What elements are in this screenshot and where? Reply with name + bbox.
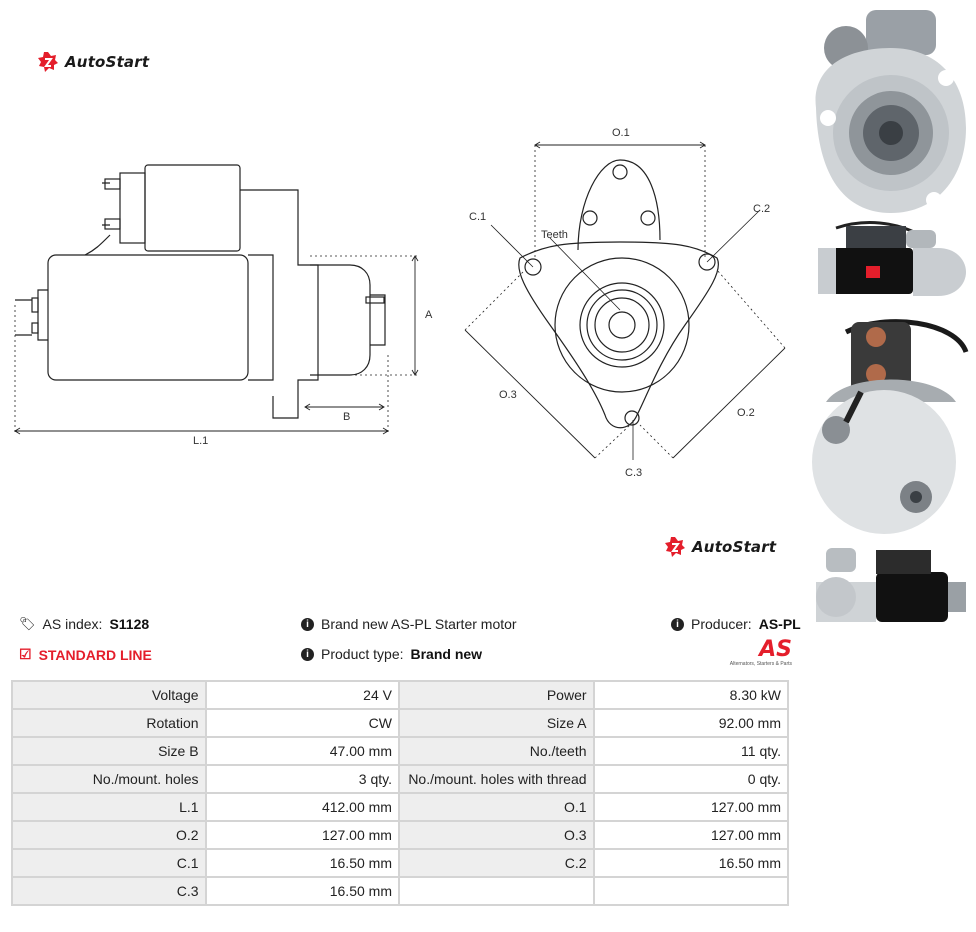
dim-label-o3: O.3	[499, 389, 517, 401]
autostart-logo-icon	[665, 537, 685, 557]
spec-label: No./mount. holes	[11, 764, 207, 794]
producer-value: AS-PL	[758, 616, 801, 632]
spec-value: 127.00 mm	[592, 820, 790, 850]
spec-value: 16.50 mm	[592, 848, 790, 878]
spec-label: O.2	[11, 820, 207, 850]
autostart-logo-secondary: AutoStart	[664, 536, 776, 558]
product-type-label: Product type:	[321, 646, 404, 662]
product-type-value: Brand new	[410, 646, 483, 662]
product-type: i Product type: Brand new	[301, 646, 482, 662]
spec-label: Size A	[397, 708, 595, 738]
as-index-label: AS index:	[42, 616, 103, 632]
dim-label-l1: L.1	[193, 435, 208, 447]
autostart-logo: AutoStart	[37, 51, 149, 73]
spec-label: Size B	[11, 736, 207, 766]
spec-value: 47.00 mm	[204, 736, 400, 766]
label-teeth: Teeth	[541, 229, 568, 241]
spec-label	[397, 876, 595, 906]
info-icon: i	[301, 647, 314, 661]
spec-label: No./teeth	[397, 736, 595, 766]
spec-value: 16.50 mm	[204, 876, 400, 906]
spec-value: 11 qty.	[592, 736, 790, 766]
spec-value: 8.30 kW	[592, 680, 790, 710]
info-icon: i	[301, 617, 314, 631]
tags-icon: 🏷	[19, 616, 36, 631]
spec-label: C.3	[11, 876, 207, 906]
dim-label-c3: C.3	[625, 467, 642, 479]
spec-value: 16.50 mm	[204, 848, 400, 878]
spec-value: 24 V	[204, 680, 400, 710]
spec-value: 92.00 mm	[592, 708, 790, 738]
starter-rear-photo[interactable]	[806, 312, 972, 537]
as-index: 🏷 AS index: S1128	[19, 616, 149, 632]
info-icon: i	[671, 617, 684, 631]
dim-label-o2: O.2	[737, 407, 755, 419]
starter-side-photo[interactable]	[806, 542, 972, 634]
side-view-drawing: A B L.1	[14, 164, 433, 447]
dim-label-o1: O.1	[612, 127, 630, 139]
spec-value: 412.00 mm	[204, 792, 400, 822]
spec-value: 127.00 mm	[204, 820, 400, 850]
producer-logo: AS Alternators, Starters & Parts	[714, 637, 792, 668]
front-view-drawing: O.1 C.1 C.2 Teeth O.3 O.2 C.3	[464, 127, 786, 479]
spec-label: Voltage	[11, 680, 207, 710]
dim-label-b: B	[343, 411, 350, 423]
logo-text: AutoStart	[692, 538, 777, 556]
spec-label: Power	[397, 680, 595, 710]
starter-front-photo[interactable]	[806, 8, 972, 218]
dim-label-c1: C.1	[469, 211, 486, 223]
as-index-value: S1128	[109, 616, 150, 632]
product-line-text: STANDARD LINE	[38, 646, 152, 663]
producer-label: Producer:	[691, 616, 752, 632]
spec-value: 127.00 mm	[592, 792, 790, 822]
spec-value: 3 qty.	[204, 764, 400, 794]
description-text: Brand new AS-PL Starter motor	[321, 616, 517, 632]
autostart-logo-icon	[38, 52, 58, 72]
spec-label: C.1	[11, 848, 207, 878]
spec-label: L.1	[11, 792, 207, 822]
dim-label-a: A	[425, 309, 433, 321]
spec-value: CW	[204, 708, 400, 738]
dim-label-c2: C.2	[753, 203, 770, 215]
spec-label: O.3	[397, 820, 595, 850]
producer-logo-mark: AS	[759, 637, 792, 662]
spec-label: C.2	[397, 848, 595, 878]
check-square-icon: ☑	[19, 646, 32, 662]
product-line: ☑ STANDARD LINE	[19, 646, 152, 663]
spec-value: 0 qty.	[592, 764, 790, 794]
spec-label: Rotation	[11, 708, 207, 738]
spec-label: O.1	[397, 792, 595, 822]
spec-value	[592, 876, 790, 906]
spec-label: No./mount. holes with thread	[397, 764, 595, 794]
producer: i Producer: AS-PL	[671, 616, 801, 632]
product-description: i Brand new AS-PL Starter motor	[301, 616, 517, 632]
producer-tagline: Alternators, Starters & Parts	[729, 661, 792, 667]
starter-top-photo[interactable]	[806, 218, 972, 300]
logo-text: AutoStart	[65, 53, 150, 71]
